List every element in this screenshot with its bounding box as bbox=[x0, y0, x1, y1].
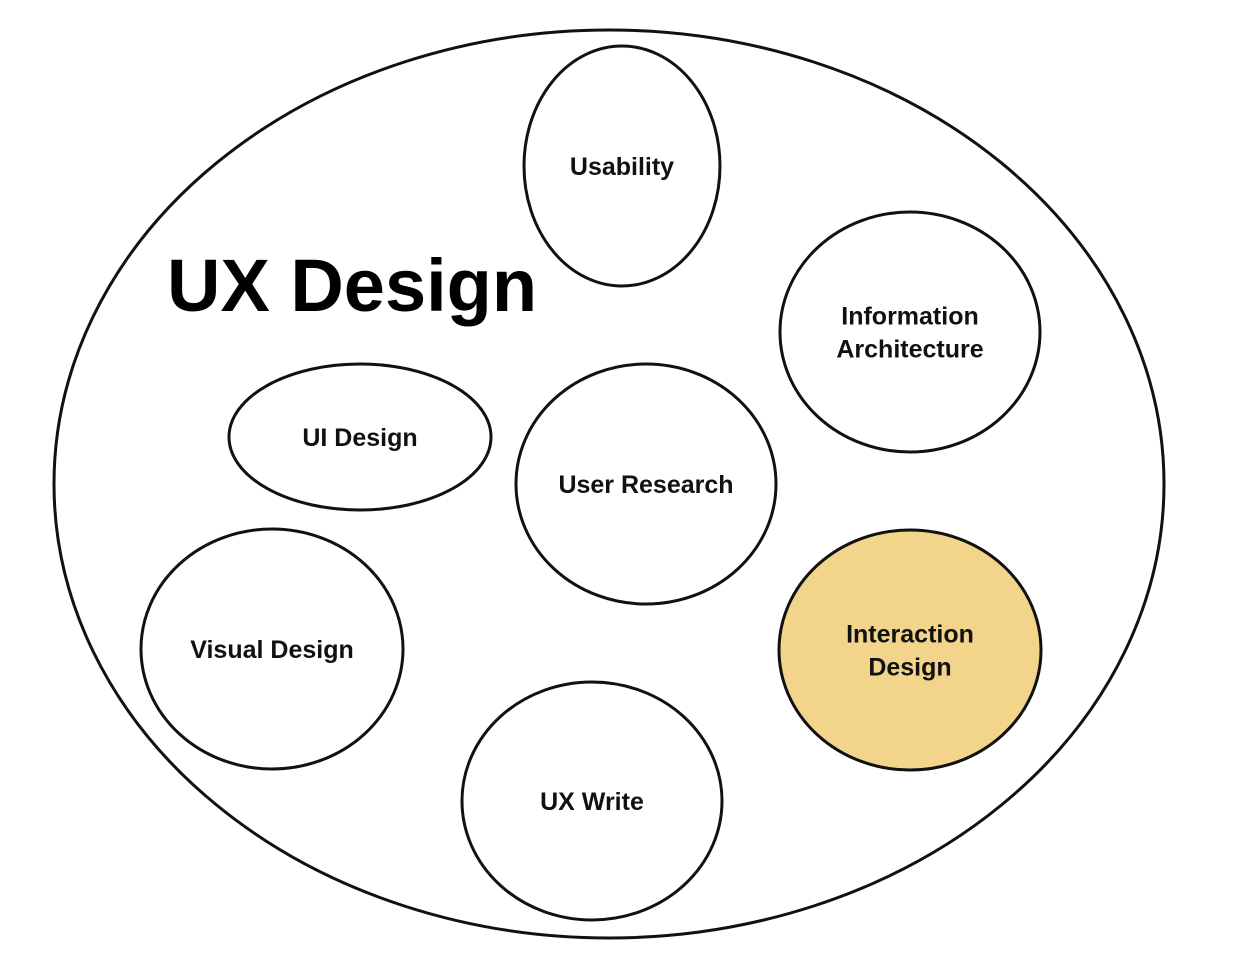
node-ux-write-label: UX Write bbox=[540, 788, 644, 816]
ux-design-title: UX Design bbox=[167, 244, 537, 327]
node-information-architecture-label-line: Architecture bbox=[836, 336, 983, 364]
node-user-research-label-line: User Research bbox=[558, 471, 733, 499]
node-ui-design-label: UI Design bbox=[302, 424, 417, 452]
node-user-research-label: User Research bbox=[558, 471, 733, 499]
node-usability-ellipse bbox=[522, 44, 722, 288]
node-visual-design-label: Visual Design bbox=[190, 636, 354, 664]
node-usability-label: Usability bbox=[570, 153, 674, 181]
node-user-research-ellipse bbox=[514, 362, 778, 606]
node-ui-design-ellipse bbox=[227, 362, 493, 512]
node-visual-design: Visual Design bbox=[139, 527, 405, 771]
node-visual-design-label-line: Visual Design bbox=[190, 636, 354, 664]
node-user-research: User Research bbox=[514, 362, 778, 606]
node-ux-write-label-line: UX Write bbox=[540, 788, 644, 816]
node-usability: Usability bbox=[522, 44, 722, 288]
node-interaction-design-ellipse bbox=[777, 528, 1043, 772]
node-ui-design-label-line: UI Design bbox=[302, 424, 417, 452]
node-interaction-design-label-line: Design bbox=[868, 654, 951, 682]
node-information-architecture-label-line: Information bbox=[841, 303, 979, 331]
node-usability-label-line: Usability bbox=[570, 153, 674, 181]
node-visual-design-ellipse bbox=[139, 527, 405, 771]
node-ux-write-ellipse bbox=[460, 680, 724, 922]
node-ui-design: UI Design bbox=[227, 362, 493, 512]
node-ux-write: UX Write bbox=[460, 680, 724, 922]
node-information-architecture-ellipse bbox=[778, 210, 1042, 454]
node-interaction-design-label-line: Interaction bbox=[846, 621, 974, 649]
